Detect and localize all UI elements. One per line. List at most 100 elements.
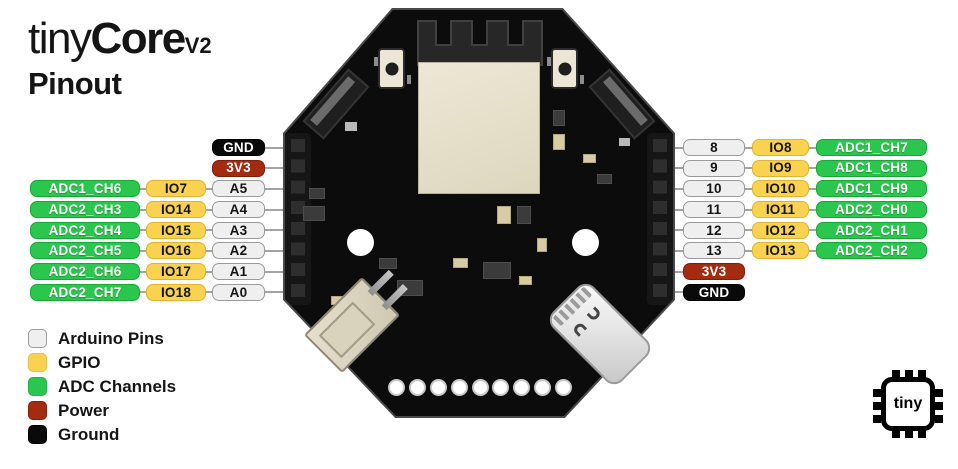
usb-c-contact (571, 321, 588, 337)
gpio-label: IO15 (146, 221, 206, 239)
castellated-pads (388, 379, 572, 396)
arduino-pin-label: 11 (683, 201, 745, 219)
wire (265, 270, 283, 273)
pin-row: ADC1_CH6 IO7 A5 (30, 180, 283, 198)
arduino-pins-swatch (28, 329, 47, 348)
pin-row-gnd-left: GND (212, 139, 283, 156)
arduino-pin-label: 12 (683, 221, 745, 239)
smd-component (597, 174, 612, 184)
pin-header-right (647, 133, 673, 305)
esp32-module-shield (418, 62, 540, 194)
smd-component (553, 110, 565, 126)
wire (265, 208, 283, 211)
arduino-pin-label: 10 (683, 180, 745, 198)
smd-component (619, 138, 630, 146)
smd-component (483, 262, 511, 279)
wire (265, 229, 283, 232)
wire (675, 291, 683, 294)
smd-component (303, 206, 325, 221)
connector-top-left (302, 68, 370, 140)
arduino-pin-label: A4 (212, 201, 265, 219)
adc-channel-label: ADC1_CH6 (30, 180, 140, 198)
header-holes (653, 139, 667, 301)
wire (745, 187, 752, 190)
wire (206, 208, 212, 211)
chip-pins-icon (892, 370, 926, 378)
wire (675, 167, 683, 170)
gpio-label: IO7 (146, 180, 206, 198)
adc-channel-label: ADC2_CH6 (30, 263, 140, 281)
wire (745, 229, 752, 232)
wire (675, 229, 683, 232)
wire (265, 146, 283, 149)
smd-component (309, 188, 325, 199)
arduino-pin-label: 13 (683, 242, 745, 260)
gpio-swatch (28, 353, 47, 372)
wire (265, 187, 283, 190)
mounting-hole-left (347, 229, 374, 256)
wire (745, 146, 752, 149)
adc-channel-label: ADC2_CH7 (30, 283, 140, 301)
page-subtitle: Pinout (28, 66, 122, 102)
adc-channel-label: ADC1_CH8 (816, 159, 927, 177)
adc-channel-label: ADC1_CH7 (816, 139, 927, 156)
gpio-label: IO9 (752, 159, 809, 177)
brand-version: V2 (184, 33, 212, 58)
button-left (374, 48, 405, 89)
ground-pin-label: GND (212, 139, 265, 156)
wire (206, 249, 212, 252)
chip-pins-icon (892, 430, 926, 438)
pin-header-left (285, 133, 311, 305)
arduino-pin-label: 9 (683, 159, 745, 177)
gpio-label: IO8 (752, 139, 809, 156)
gpio-label: IO12 (752, 221, 809, 239)
wire (140, 291, 146, 294)
button-right (547, 48, 578, 89)
chip-pins-icon (935, 389, 943, 423)
pin-row-gnd-right: GND (675, 283, 745, 301)
wifi-antenna-module (417, 20, 543, 66)
wire (140, 229, 146, 232)
wire (206, 187, 212, 190)
legend-label: GPIO (58, 352, 101, 372)
gpio-label: IO10 (752, 180, 809, 198)
logo-text: tiny (893, 395, 923, 412)
wire (809, 249, 816, 252)
pcb-board (283, 8, 675, 418)
arduino-pin-label: A0 (212, 283, 265, 301)
wire (809, 146, 816, 149)
pin-row: 9 IO9 ADC1_CH8 (675, 159, 927, 177)
wire (745, 167, 752, 170)
wire (809, 167, 816, 170)
legend-item: Power (28, 401, 176, 420)
wire (206, 229, 212, 232)
arduino-pin-label: A5 (212, 180, 265, 198)
wire (675, 270, 683, 273)
header-holes (291, 139, 305, 301)
wire (265, 167, 283, 170)
wire (140, 187, 146, 190)
adc-channel-label: ADC2_CH0 (816, 201, 927, 219)
smd-component (537, 238, 547, 252)
pin-row: ADC2_CH6 IO17 A1 (30, 263, 283, 281)
adc-channel-label: ADC2_CH4 (30, 221, 140, 239)
legend-item: ADC Channels (28, 377, 176, 396)
wire (265, 249, 283, 252)
arduino-pin-label: A1 (212, 263, 265, 281)
smd-component (345, 122, 357, 131)
smd-component (553, 134, 565, 150)
brand-title: tinyCoreV2 (28, 15, 212, 62)
legend-label: Power (58, 400, 110, 420)
gpio-label: IO17 (146, 263, 206, 281)
power-pin-label: 3V3 (683, 263, 745, 281)
ground-pin-label: GND (683, 283, 745, 301)
legend: Arduino Pins GPIO ADC Channels Power Gro… (28, 329, 176, 449)
power-swatch (28, 401, 47, 420)
